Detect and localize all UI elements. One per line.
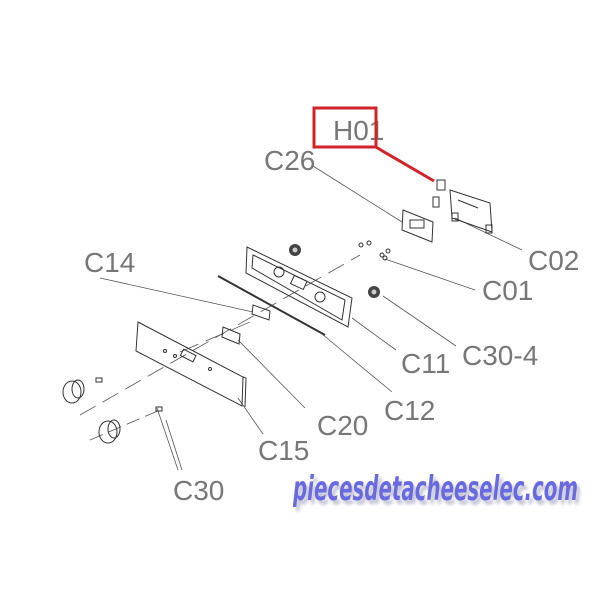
- part-c12-strip: [217, 275, 326, 336]
- leader-lines: [79, 165, 523, 471]
- watermark: piecesdetacheeselec.com: [292, 469, 578, 509]
- leader-c01: [384, 258, 476, 291]
- part-c11-frame: [245, 246, 353, 328]
- highlight-box: [312, 106, 378, 149]
- leader-c20: [237, 339, 306, 409]
- label-c12[interactable]: C12: [384, 395, 435, 426]
- watermark-text: piecesdetacheeselec.com: [292, 469, 578, 509]
- leader-c30-4: [382, 295, 457, 347]
- label-c30-4[interactable]: C30-4: [462, 340, 538, 371]
- label-c02[interactable]: C02: [528, 245, 579, 276]
- label-c15[interactable]: C15: [258, 435, 309, 466]
- label-c14[interactable]: C14: [84, 247, 135, 278]
- highlight-leader: [373, 144, 435, 183]
- part-c14-window: [251, 304, 271, 321]
- part-labels: H01 C26 C02 C14 C01 C11 C30-4 C12 C20 C1…: [84, 115, 579, 506]
- part-c15-panel: [135, 321, 247, 408]
- leader-c30-a: [156, 407, 179, 471]
- leader-c30-b: [165, 419, 183, 471]
- leader-c11: [351, 317, 397, 351]
- leader-c26: [312, 165, 403, 223]
- part-c01-screws: [358, 240, 391, 261]
- label-c30[interactable]: C30: [173, 475, 224, 506]
- leader-c12: [321, 333, 393, 393]
- highlight-h01: [312, 106, 435, 183]
- label-c11[interactable]: C11: [401, 348, 450, 379]
- part-c30-4-encoders: [289, 244, 380, 298]
- leader-c14: [99, 277, 254, 313]
- part-c02-board: [432, 179, 493, 234]
- axis-line: [89, 409, 161, 441]
- part-c26-display: [401, 209, 434, 243]
- axis-line: [179, 321, 251, 353]
- label-c20[interactable]: C20: [317, 410, 368, 441]
- part-c20-window: [221, 326, 241, 345]
- label-c01[interactable]: C01: [482, 275, 533, 306]
- part-c30-knobs: [62, 377, 163, 444]
- label-c26[interactable]: C26: [264, 145, 315, 176]
